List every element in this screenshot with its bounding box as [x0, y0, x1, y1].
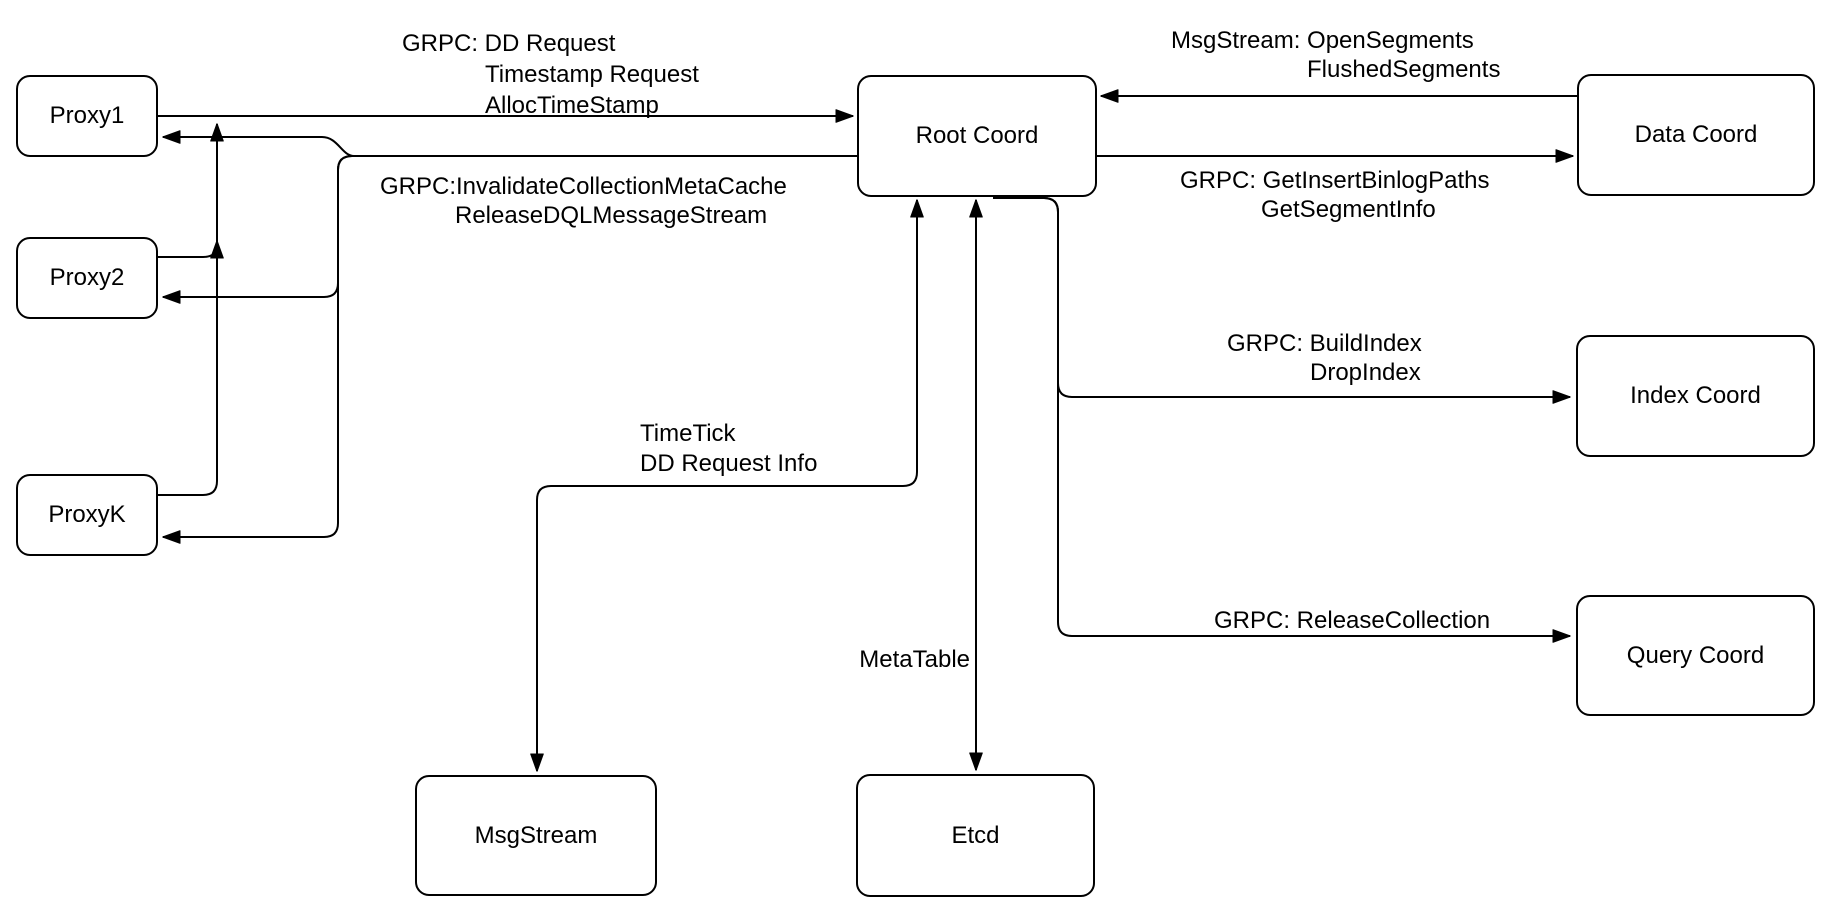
node-query-coord: Query Coord — [1576, 595, 1815, 716]
node-index-coord: Index Coord — [1576, 335, 1815, 457]
edge-label-root-to-etcd: MetaTable — [858, 645, 970, 675]
edge-rootcoord-to-querycoord — [993, 197, 1571, 643]
node-msgstream-label: MsgStream — [474, 821, 598, 849]
edge-label-root-to-index: GRPC: BuildIndex DropIndex — [1227, 329, 1422, 387]
edge-label-line: Timestamp Request — [485, 61, 699, 88]
node-proxyk: ProxyK — [16, 474, 158, 556]
edge-label-line: FlushedSegments — [1307, 56, 1501, 83]
node-query-coord-label: Query Coord — [1626, 641, 1765, 669]
edge-label-line: GRPC: BuildIndex — [1227, 330, 1422, 357]
edge-label-root-to-data: GRPC: GetInsertBinlogPaths GetSegmentInf… — [1180, 166, 1489, 224]
edge-label-line: GRPC: ReleaseCollection — [1214, 607, 1491, 634]
edge-label-root-to-proxies: GRPC:InvalidateCollectionMetaCache Relea… — [380, 172, 787, 230]
node-index-coord-label: Index Coord — [1630, 382, 1761, 409]
edge-label-data-to-root: MsgStream: OpenSegments FlushedSegments — [1171, 26, 1500, 84]
node-proxy2: Proxy2 — [16, 237, 158, 319]
node-root-coord: Root Coord — [857, 75, 1097, 197]
node-data-coord: Data Coord — [1577, 74, 1815, 196]
edge-label-line: MsgStream: OpenSegments — [1171, 27, 1474, 54]
edge-label-line: AllocTimeStamp — [485, 92, 659, 119]
node-etcd-label: Etcd — [951, 821, 1000, 849]
edge-rootcoord-to-proxy1 — [162, 130, 857, 157]
edge-label-line: GRPC: GetInsertBinlogPaths — [1180, 167, 1490, 194]
edge-label-line: MetaTable — [859, 646, 970, 673]
edge-label-line: TimeTick — [640, 420, 736, 447]
edge-label-line: GRPC:InvalidateCollectionMetaCache — [380, 173, 787, 200]
edge-rootcoord-to-proxyk — [162, 155, 857, 544]
edge-rootcoord-msgstream — [530, 199, 924, 772]
node-proxyk-label: ProxyK — [48, 501, 126, 528]
edge-label-root-to-msgstream: TimeTick DD Request Info — [640, 419, 817, 479]
edge-label-line: GRPC: DD Request — [402, 30, 616, 57]
edge-label-line: DD Request Info — [640, 450, 818, 477]
node-msgstream: MsgStream — [415, 775, 657, 896]
node-root-coord-label: Root Coord — [915, 122, 1039, 149]
node-proxy1: Proxy1 — [16, 75, 158, 157]
edge-label-line: DropIndex — [1310, 359, 1421, 386]
edge-label-proxy-to-root: GRPC: DD Request Timestamp Request Alloc… — [402, 28, 699, 121]
edge-label-line: ReleaseDQLMessageStream — [455, 202, 768, 229]
node-etcd: Etcd — [856, 774, 1095, 897]
edge-proxyk-merge-up — [158, 123, 224, 496]
node-data-coord-label: Data Coord — [1634, 121, 1758, 148]
node-proxy2-label: Proxy2 — [49, 264, 125, 291]
edge-label-line: GetSegmentInfo — [1261, 196, 1436, 223]
edge-proxy2-merge-up — [158, 240, 224, 259]
node-proxy1-label: Proxy1 — [49, 102, 125, 129]
edge-label-root-to-query: GRPC: ReleaseCollection — [1214, 606, 1490, 636]
